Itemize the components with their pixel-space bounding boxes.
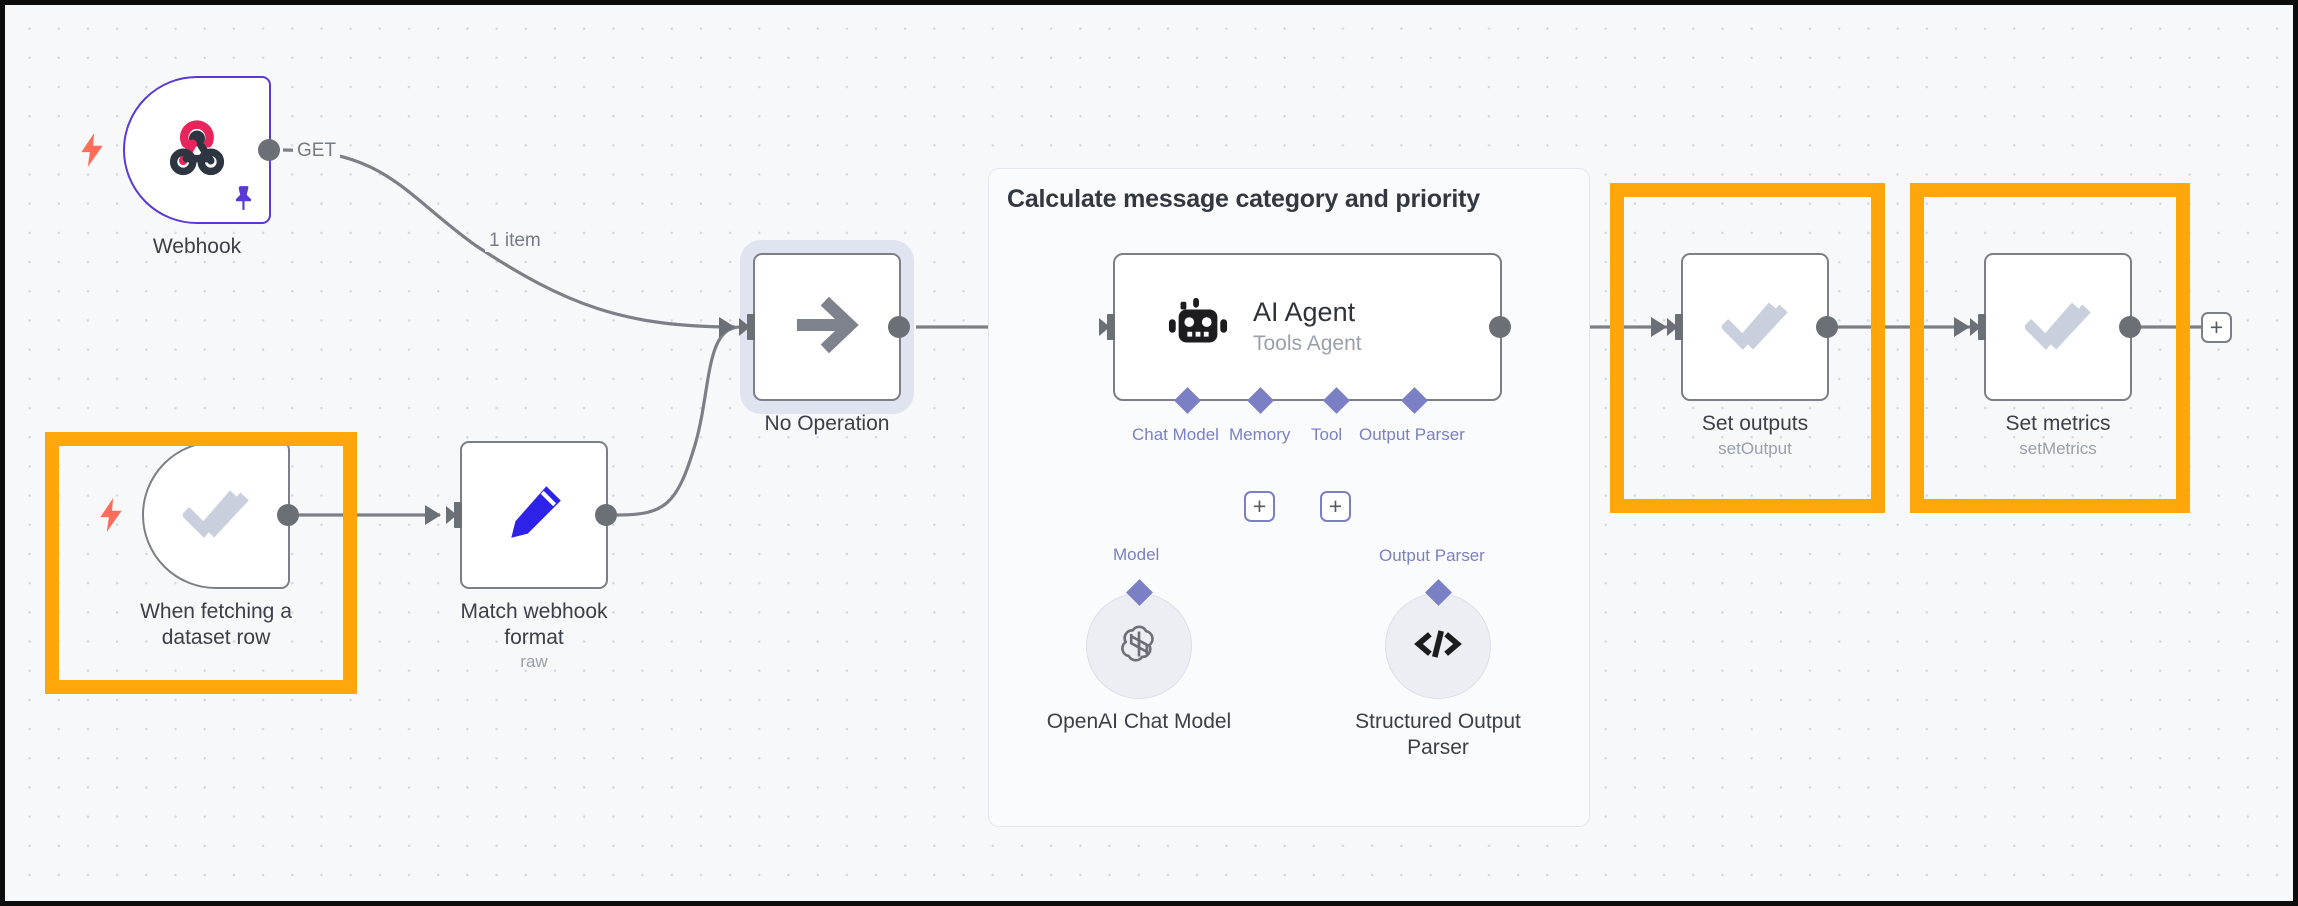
node-label: Set outputs <box>1701 412 1809 435</box>
input-connector[interactable] <box>739 314 755 340</box>
sub-port-label-model: Model <box>1113 545 1160 564</box>
node-webhook[interactable]: Webhook <box>81 76 297 260</box>
node-label: Structured Output Parser <box>1355 710 1521 759</box>
port-label-chat-model: Chat Model <box>1132 425 1219 444</box>
set-metrics-box[interactable] <box>1970 253 2141 401</box>
double-check-icon <box>181 480 249 551</box>
edge-label-get: GET <box>293 140 341 162</box>
input-connector[interactable] <box>1099 314 1115 340</box>
ai-agent-text: AI Agent Tools Agent <box>1253 297 1362 356</box>
output-connector-dot[interactable] <box>888 316 910 338</box>
input-connector[interactable] <box>1667 314 1683 340</box>
port-label-tool: Tool <box>1311 425 1343 444</box>
node-subtitle: Tools Agent <box>1253 331 1362 355</box>
node-match-webhook-format[interactable]: Match webhook format raw <box>446 441 634 672</box>
node-subtitle: raw <box>520 652 548 672</box>
input-connector[interactable] <box>1970 314 1986 340</box>
edge-label-1-item: 1 item <box>485 230 545 252</box>
output-connector-dot[interactable] <box>1489 316 1511 338</box>
node-label: OpenAI Chat Model <box>1046 710 1232 733</box>
double-check-icon <box>2023 292 2091 363</box>
node-ai-agent[interactable]: AI Agent Tools Agent <box>1099 253 1511 414</box>
output-connector-dot[interactable] <box>595 504 617 526</box>
output-connector-dot[interactable] <box>277 504 299 526</box>
robot-icon <box>1167 294 1229 361</box>
group-title: Calculate message category and priority <box>1007 185 1480 213</box>
node-label: When fetching a dataset row <box>140 600 292 649</box>
match-webhook-format-box[interactable] <box>446 441 617 589</box>
node-label: AI Agent <box>1253 297 1356 328</box>
trigger-bolt-icon <box>98 498 124 532</box>
add-memory-button[interactable]: + <box>1244 491 1275 522</box>
structured-output-parser-circle[interactable] <box>1385 593 1491 699</box>
node-structured-output-parser[interactable]: Structured Output Parser <box>1355 579 1553 760</box>
node-set-outputs[interactable]: Set outputs setOutput <box>1667 253 1855 459</box>
node-label: No Operation <box>764 412 890 435</box>
code-brackets-icon <box>1412 618 1464 675</box>
port-label-memory: Memory <box>1229 425 1291 444</box>
openai-chat-model-circle[interactable] <box>1086 593 1192 699</box>
add-next-node-button[interactable]: + <box>2201 312 2232 343</box>
webhook-node-box[interactable] <box>81 76 280 224</box>
workflow-canvas[interactable]: Calculate message category and priority <box>5 5 2293 901</box>
node-no-operation[interactable]: No Operation <box>739 240 927 437</box>
node-when-fetching-a-dataset-row[interactable]: When fetching a dataset row <box>100 441 316 650</box>
ai-agent-box[interactable]: AI Agent Tools Agent <box>1099 253 1511 414</box>
trigger-bolt-icon <box>79 133 105 167</box>
no-operation-box[interactable] <box>739 253 910 401</box>
set-outputs-box[interactable] <box>1667 253 1838 401</box>
node-subtitle: setMetrics <box>2019 438 2097 458</box>
sub-port-label-output-parser: Output Parser <box>1379 546 1485 565</box>
output-connector-dot[interactable] <box>258 139 280 161</box>
openai-icon <box>1114 619 1164 674</box>
double-check-icon <box>1720 292 1788 363</box>
node-openai-chat-model[interactable]: OpenAI Chat Model <box>1047 579 1254 735</box>
input-connector[interactable] <box>446 502 462 528</box>
when-fetching-dataset-row-box[interactable] <box>100 441 299 589</box>
webhook-icon <box>163 114 231 187</box>
add-tool-button[interactable]: + <box>1320 491 1351 522</box>
port-label-output-parser: Output Parser <box>1359 425 1465 444</box>
pencil-icon <box>501 480 567 551</box>
node-label: Webhook <box>152 235 242 258</box>
arrow-right-icon <box>792 290 862 365</box>
node-subtitle: setOutput <box>1718 438 1792 458</box>
output-connector-dot[interactable] <box>2119 316 2141 338</box>
node-set-metrics[interactable]: Set metrics setMetrics <box>1970 253 2158 459</box>
output-connector-dot[interactable] <box>1816 316 1838 338</box>
node-label: Set metrics <box>2005 412 2111 435</box>
pin-icon[interactable] <box>231 184 257 212</box>
node-label: Match webhook format <box>460 600 608 649</box>
